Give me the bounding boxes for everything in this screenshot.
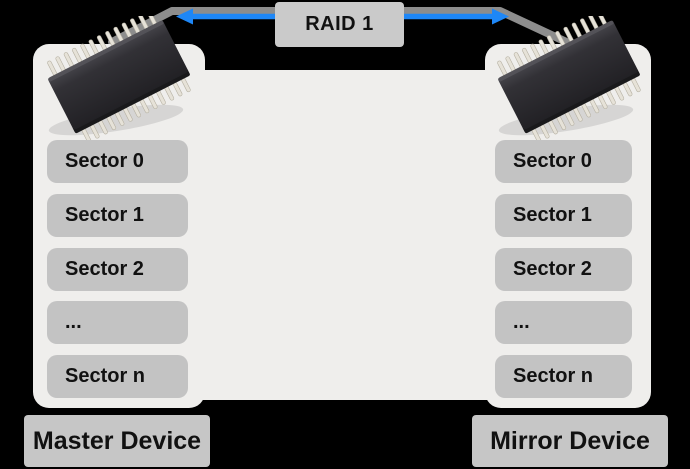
master-device-label: Master Device [32, 426, 202, 455]
sector-label: Sector 0 [65, 150, 144, 172]
arrow-right-icon [401, 8, 509, 25]
sector-label: Sector n [65, 365, 146, 387]
mirror-sector-ellipsis: ... [495, 301, 632, 344]
arrow-shadow-right [400, 7, 579, 50]
mirror-sector-2: Sector 2 [495, 248, 632, 291]
mirror-sector-n: Sector n [495, 355, 632, 398]
raid-arrow-layer [176, 8, 509, 25]
arrow-left-icon [176, 8, 281, 25]
sector-label: ... [65, 311, 82, 333]
raid1-label-box: RAID 1 [275, 2, 404, 47]
panel-bridge [192, 70, 498, 400]
raid1-label: RAID 1 [305, 13, 374, 35]
sector-label: Sector 0 [513, 150, 592, 172]
master-sector-1: Sector 1 [47, 194, 188, 237]
sector-label: Sector 1 [513, 204, 592, 226]
sector-label: Sector 2 [65, 258, 144, 280]
sector-label: Sector n [513, 365, 594, 387]
mirror-device-label-box: Mirror Device [472, 415, 668, 467]
arrow-shadow-layer [108, 7, 579, 50]
mirror-sector-1: Sector 1 [495, 194, 632, 237]
sector-label: ... [513, 311, 530, 333]
master-sector-0: Sector 0 [47, 140, 188, 183]
mirror-sector-0: Sector 0 [495, 140, 632, 183]
mirror-device-label: Mirror Device [490, 426, 650, 455]
arrow-shadow-left [108, 7, 281, 46]
master-sector-2: Sector 2 [47, 248, 188, 291]
master-device-label-box: Master Device [24, 415, 210, 467]
sector-label: Sector 1 [65, 204, 144, 226]
sector-label: Sector 2 [513, 258, 592, 280]
master-sector-ellipsis: ... [47, 301, 188, 344]
bottom-edge [0, 467, 690, 469]
master-sector-n: Sector n [47, 355, 188, 398]
